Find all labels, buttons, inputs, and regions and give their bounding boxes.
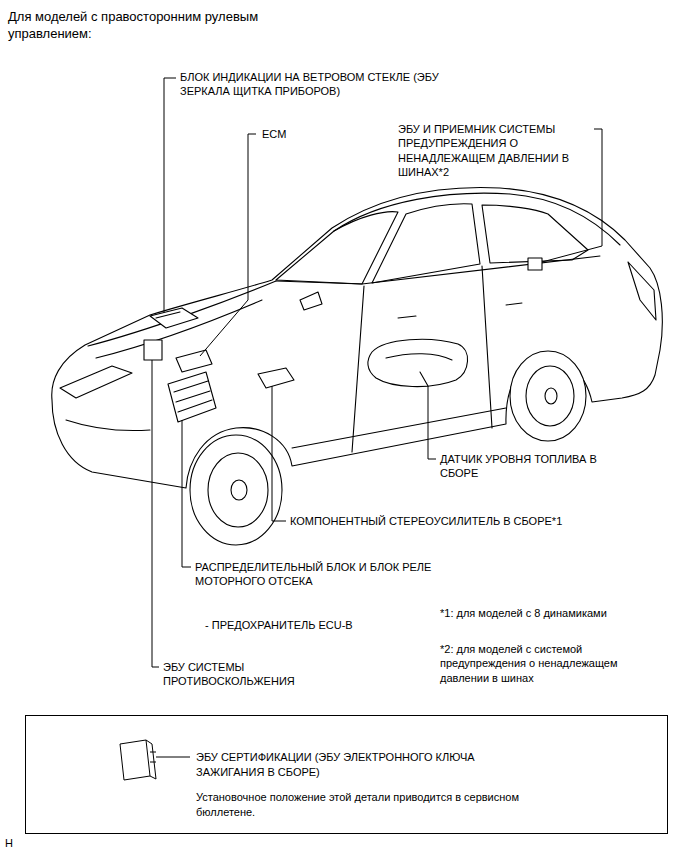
ecu-icon — [146, 740, 156, 779]
rear-wheel — [510, 351, 586, 441]
windshield — [276, 212, 398, 284]
skid-control-ecu — [144, 340, 162, 360]
leader-line — [182, 420, 191, 567]
leader-line — [542, 129, 602, 262]
leader-line — [272, 386, 286, 521]
headlight — [60, 366, 132, 398]
door-line — [352, 286, 364, 452]
hood-line — [96, 300, 262, 358]
door-line — [482, 266, 492, 428]
part-label: ЭБУ И ПРИЕМНИК СИСТЕМЫ ПРЕДУПРЕЖДЕНИЯ О … — [398, 122, 590, 179]
part-label: ДАТЧИК УРОВНЯ ТОПЛИВА В СБОРЕ — [440, 452, 630, 481]
belt-line — [276, 256, 600, 284]
leader-line — [164, 78, 176, 312]
part-label: - ПРЕДОХРАНИТЕЛЬ ECU-B — [205, 618, 405, 632]
fuse-block — [168, 372, 216, 422]
stereo-amplifier — [258, 368, 294, 388]
hud-unit — [150, 308, 198, 328]
figure-code: H — [5, 836, 35, 850]
part-label: БЛОК ИНДИКАЦИИ НА ВЕТРОВОМ СТЕКЛЕ (ЭБУ З… — [180, 70, 455, 99]
leader-line — [428, 386, 436, 459]
part-label: КОМПОНЕНТНЫЙ СТЕРЕОУСИЛИТЕЛЬ В СБОРЕ*1 — [290, 514, 620, 528]
fuel-tank — [368, 339, 468, 386]
note-box: ЭБУ СЕРТИФИКАЦИИ (ЭБУ ЭЛЕКТРОННОГО КЛЮЧА… — [25, 715, 668, 834]
grille — [66, 420, 150, 431]
part-name: ЭБУ СЕРТИФИКАЦИИ (ЭБУ ЭЛЕКТРОННОГО КЛЮЧА… — [196, 750, 526, 780]
roof-line — [334, 193, 620, 245]
footnote: *1: для моделей с 8 динамиками — [440, 606, 640, 620]
leader-line — [156, 757, 190, 758]
part-label: РАСПРЕДЕЛИТЕЛЬНЫЙ БЛОК И БЛОК РЕЛЕ МОТОР… — [195, 560, 445, 589]
leader-line — [152, 360, 159, 667]
mirror — [300, 292, 322, 310]
fuel-tank — [386, 354, 452, 386]
rear-wheel-rim — [526, 366, 574, 426]
front-wheel-rim — [208, 453, 268, 527]
part-label: ECM — [262, 127, 322, 141]
side-window — [372, 204, 480, 283]
sill-line — [292, 408, 506, 448]
front-wheel-hub — [231, 480, 247, 500]
page-title: Для моделей с правосторонним рулевым упр… — [8, 9, 298, 43]
hud-unit — [156, 312, 180, 318]
front-wheel — [190, 435, 282, 545]
note-text: Установочное положение этой детали приво… — [196, 790, 576, 820]
tail-light — [628, 262, 656, 320]
leader-line — [200, 134, 256, 356]
door-handle — [506, 303, 522, 305]
rear-wheel-hub — [545, 388, 557, 404]
door-handle — [398, 316, 416, 318]
footnote: *2: для моделей с системой предупреждени… — [440, 642, 655, 685]
part-label: ЭБУ СИСТЕМЫ ПРОТИВОСКОЛЬЖЕНИЯ — [163, 660, 328, 689]
car-body — [52, 187, 663, 488]
fuse-block — [174, 381, 212, 412]
tpms-receiver — [528, 258, 542, 270]
ecu-icon — [120, 740, 150, 780]
ecm-unit — [176, 350, 212, 372]
